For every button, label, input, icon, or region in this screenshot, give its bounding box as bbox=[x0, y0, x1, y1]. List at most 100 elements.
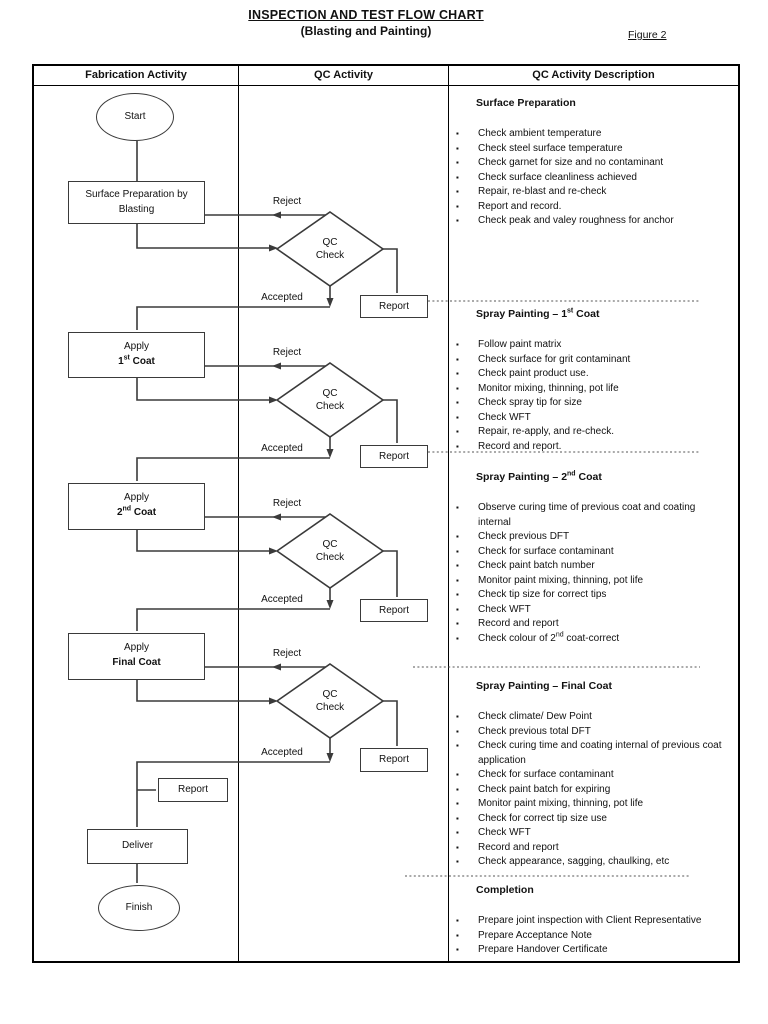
accepted-label-4: Accepted bbox=[261, 747, 303, 758]
page-title-block: INSPECTION AND TEST FLOW CHART (Blasting… bbox=[0, 8, 732, 38]
qc-check-label-3: QC Check bbox=[315, 539, 345, 563]
bullet-item: Check surface cleanliness achieved bbox=[456, 171, 730, 186]
bullet-item: Follow paint matrix bbox=[456, 338, 730, 353]
bullet-item: Check colour of 2nd coat-correct bbox=[456, 631, 730, 647]
qc-check-label-2: QC Check bbox=[315, 388, 345, 412]
bullet-item: Record and report bbox=[456, 841, 730, 856]
report-box-1: Report bbox=[360, 295, 428, 318]
section-heading: Spray Painting – 1st Coat bbox=[476, 307, 600, 321]
bullet-item: Check climate/ Dew Point bbox=[456, 710, 730, 725]
bullet-item: Check garnet for size and no contaminant bbox=[456, 156, 730, 171]
activity-label-line2: Final Coat bbox=[112, 657, 161, 668]
accepted-label-3: Accepted bbox=[261, 594, 303, 605]
section-bullets: Prepare joint inspection with Client Rep… bbox=[447, 914, 738, 958]
bullet-item: Check spray tip for size bbox=[456, 396, 730, 411]
arrowheads bbox=[269, 211, 334, 762]
report-box-4: Report bbox=[360, 748, 428, 772]
column-divider-1 bbox=[237, 86, 239, 961]
page-title: INSPECTION AND TEST FLOW CHART bbox=[248, 8, 484, 22]
qc-check-label-1: QC Check bbox=[315, 237, 345, 261]
section-dotted-separators bbox=[405, 300, 700, 877]
section-bullets: Observe curing time of previous coat and… bbox=[447, 501, 738, 646]
section-heading: Spray Painting – 2nd Coat bbox=[476, 470, 602, 484]
bullet-item: Check WFT bbox=[456, 603, 730, 618]
bullet-item: Check for correct tip size use bbox=[456, 812, 730, 827]
bullet-item: Monitor paint mixing, thinning, pot life bbox=[456, 574, 730, 589]
bullet-item: Check WFT bbox=[456, 411, 730, 426]
flowchart-table: Fabrication Activity QC Activity QC Acti… bbox=[32, 64, 740, 963]
qc-check-diamond-4 bbox=[275, 663, 385, 739]
bullet-item: Check paint batch number bbox=[456, 559, 730, 574]
header-qc-activity: QC Activity bbox=[239, 66, 449, 85]
activity-label-line2: Blasting bbox=[118, 204, 155, 215]
report-box-2: Report bbox=[360, 445, 428, 468]
bullet-item: Check for surface contaminant bbox=[456, 545, 730, 560]
accepted-label-1: Accepted bbox=[261, 292, 303, 303]
activity-box-apply-2nd-coat: Apply 2nd Coat bbox=[68, 483, 205, 530]
reject-label-1: Reject bbox=[272, 196, 302, 207]
qc-check-diamond-1 bbox=[275, 211, 385, 287]
section-heading: Surface Preparation bbox=[476, 97, 576, 109]
description-section-completion: Completion Prepare joint inspection with… bbox=[447, 884, 738, 958]
report-box-3: Report bbox=[360, 599, 428, 622]
activity-label-line1: Apply bbox=[123, 341, 149, 352]
section-heading: Spray Painting – Final Coat bbox=[476, 680, 612, 692]
bullet-item: Report and record. bbox=[456, 200, 730, 215]
bullet-item: Prepare Handover Certificate bbox=[456, 943, 730, 958]
qc-check-label-4: QC Check bbox=[315, 689, 345, 713]
finish-node: Finish bbox=[98, 885, 180, 931]
deliver-box: Deliver bbox=[87, 829, 188, 864]
column-divider-2 bbox=[447, 86, 449, 961]
description-section-2nd-coat: Spray Painting – 2nd Coat Observe curing… bbox=[447, 471, 738, 646]
figure-label: Figure 2 bbox=[628, 29, 667, 41]
bullet-item: Repair, re-blast and re-check bbox=[456, 185, 730, 200]
bullet-item: Monitor paint mixing, thinning, pot life bbox=[456, 797, 730, 812]
section-bullets: Check ambient temperatureCheck steel sur… bbox=[447, 127, 738, 229]
qc-check-diamond-2 bbox=[275, 362, 385, 438]
description-section-final-coat: Spray Painting – Final Coat Check climat… bbox=[447, 680, 738, 870]
activity-box-apply-final-coat: Apply Final Coat bbox=[68, 633, 205, 680]
bullet-item: Check peak and valey roughness for ancho… bbox=[456, 214, 730, 229]
activity-label-line2: 1st Coat bbox=[118, 354, 155, 367]
activity-box-surface-preparation: Surface Preparation by Blasting bbox=[68, 181, 205, 224]
activity-label-line2: 2nd Coat bbox=[116, 505, 157, 518]
description-section-1st-coat: Spray Painting – 1st Coat Follow paint m… bbox=[447, 308, 738, 454]
bullet-item: Record and report bbox=[456, 617, 730, 632]
section-heading: Completion bbox=[476, 884, 534, 896]
bullet-item: Check for surface contaminant bbox=[456, 768, 730, 783]
description-section-surface-preparation: Surface Preparation Check ambient temper… bbox=[447, 97, 738, 229]
bullet-item: Check tip size for correct tips bbox=[456, 588, 730, 603]
activity-label-line1: Apply bbox=[123, 642, 149, 653]
activity-box-apply-1st-coat: Apply 1st Coat bbox=[68, 332, 205, 378]
reject-label-4: Reject bbox=[272, 648, 302, 659]
bullet-item: Check previous total DFT bbox=[456, 725, 730, 740]
start-node: Start bbox=[96, 93, 174, 141]
bullet-item: Check previous DFT bbox=[456, 530, 730, 545]
bullet-item: Observe curing time of previous coat and… bbox=[456, 501, 730, 530]
table-header-row: Fabrication Activity QC Activity QC Acti… bbox=[34, 66, 738, 86]
header-fabrication-activity: Fabrication Activity bbox=[34, 66, 239, 85]
activity-label-line1: Surface Preparation by bbox=[85, 189, 188, 200]
bullet-item: Prepare joint inspection with Client Rep… bbox=[456, 914, 730, 929]
bullet-item: Check steel surface temperature bbox=[456, 142, 730, 157]
section-bullets: Check climate/ Dew PointCheck previous t… bbox=[447, 710, 738, 870]
bullet-item: Prepare Acceptance Note bbox=[456, 929, 730, 944]
bullet-item: Record and report. bbox=[456, 440, 730, 455]
bullet-item: Check paint product use. bbox=[456, 367, 730, 382]
bullet-item: Repair, re-apply, and re-check. bbox=[456, 425, 730, 440]
section-bullets: Follow paint matrixCheck surface for gri… bbox=[447, 338, 738, 454]
bullet-item: Check ambient temperature bbox=[456, 127, 730, 142]
report-box-final: Report bbox=[158, 778, 228, 802]
activity-label-line1: Apply bbox=[123, 492, 149, 503]
reject-label-2: Reject bbox=[272, 347, 302, 358]
qc-check-diamond-3 bbox=[275, 513, 385, 589]
bullet-item: Monitor mixing, thinning, pot life bbox=[456, 382, 730, 397]
page-subtitle: (Blasting and Painting) bbox=[300, 24, 432, 38]
bullet-item: Check curing time and coating internal o… bbox=[456, 739, 730, 768]
bullet-item: Check paint batch for expiring bbox=[456, 783, 730, 798]
accepted-label-2: Accepted bbox=[261, 443, 303, 454]
bullet-item: Check appearance, sagging, chaulking, et… bbox=[456, 855, 730, 870]
header-qc-activity-description: QC Activity Description bbox=[532, 69, 655, 81]
